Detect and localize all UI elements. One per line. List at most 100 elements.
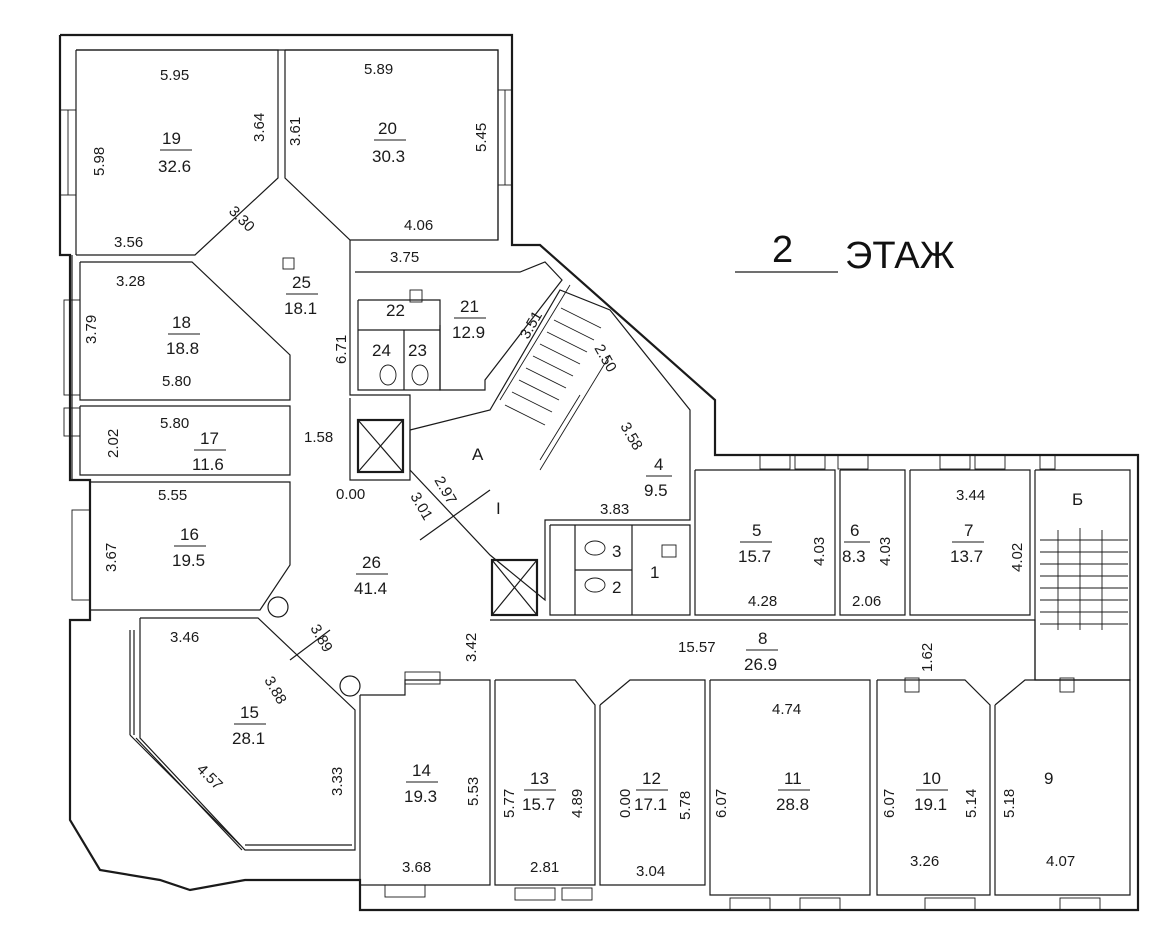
- dimension: 3.46: [170, 629, 199, 646]
- dimension: 4.03: [877, 537, 894, 566]
- room-23-number: 23: [408, 341, 427, 360]
- room-number: 17: [200, 429, 219, 448]
- room-number: 20: [378, 119, 397, 138]
- room-14-label: 14 19.3: [404, 761, 438, 806]
- room-area: 32.6: [158, 157, 191, 176]
- room-15-label: 15 28.1: [232, 703, 266, 748]
- dimension: 3.61: [287, 117, 304, 146]
- room-8-label: 8 26.9: [744, 629, 778, 674]
- dimension: 0.00: [336, 486, 365, 503]
- room-labels: 19 32.6 20 30.3 18 18.8 17 11.6 16 19.5 …: [158, 119, 1083, 814]
- dimension: 5.78: [677, 791, 694, 820]
- dimension: 1.62: [919, 643, 936, 672]
- dimension: 4.57: [193, 761, 226, 794]
- dimension: 15.57: [678, 639, 716, 656]
- room-16-label: 16 19.5: [172, 525, 206, 570]
- room-20-label: 20 30.3: [372, 119, 406, 166]
- dimension: 3.33: [329, 767, 346, 796]
- dimension: 4.28: [748, 593, 777, 610]
- dimension: 3.01: [407, 490, 436, 524]
- room-area: 9.5: [644, 481, 668, 500]
- dimension: 5.53: [465, 777, 482, 806]
- dimension: 4.74: [772, 701, 801, 718]
- room-number: 11: [784, 769, 802, 788]
- dimension: 4.03: [811, 537, 828, 566]
- dimension: 6.07: [881, 789, 898, 818]
- room-17-label: 17 11.6: [192, 429, 226, 474]
- room-area: 11.6: [192, 455, 224, 474]
- dimension: 3.89: [307, 622, 336, 656]
- room-number: 6: [850, 521, 859, 540]
- dimension: 5.80: [162, 373, 191, 390]
- stair-b-label: Б: [1072, 490, 1083, 509]
- dimension: 5.98: [91, 147, 108, 176]
- dimension: 3.75: [390, 249, 419, 266]
- dimension: 3.42: [463, 633, 480, 662]
- room-13-label: 13 15.7: [522, 769, 556, 814]
- room-5-label: 5 15.7: [738, 521, 772, 566]
- room-area: 19.5: [172, 551, 205, 570]
- dimension: 3.58: [617, 420, 646, 454]
- dimension: 5.77: [501, 789, 518, 818]
- room-number: 10: [922, 769, 941, 788]
- dimension: 3.30: [225, 203, 258, 236]
- dimension: 2.06: [852, 593, 881, 610]
- room-18-label: 18 18.8: [166, 313, 200, 358]
- central-core: [289, 240, 691, 661]
- room-area: 19.1: [914, 795, 947, 814]
- room-2-number: 2: [612, 578, 621, 597]
- room-26-label: 26 41.4: [354, 553, 388, 598]
- dimension: 2.97: [431, 474, 460, 508]
- room-number: 7: [964, 521, 973, 540]
- dimension: 5.18: [1001, 789, 1018, 818]
- room-area: 15.7: [738, 547, 771, 566]
- dimension: 1.58: [304, 429, 333, 446]
- room-area: 28.1: [232, 729, 265, 748]
- stair-a-label: А: [472, 445, 484, 464]
- room-10-label: 10 19.1: [914, 769, 948, 814]
- dimension: 3.67: [103, 543, 120, 572]
- room-number: 21: [460, 297, 479, 316]
- dimension: 3.04: [636, 863, 665, 880]
- bottom-row: [359, 619, 1131, 911]
- room-number: 25: [292, 273, 311, 292]
- room-number: 26: [362, 553, 381, 572]
- stair-b-flights: [1040, 528, 1128, 630]
- dimension: 6.71: [333, 335, 350, 364]
- room-4-label: 4 9.5: [644, 455, 672, 500]
- stair-a-flights: [499, 284, 611, 471]
- dimension: 3.44: [956, 487, 985, 504]
- dimension: 5.80: [160, 415, 189, 432]
- room-6-label: 6 8.3: [842, 521, 870, 566]
- dimension: 4.89: [569, 789, 586, 818]
- dimension: 0.00: [617, 789, 634, 818]
- room-area: 18.8: [166, 339, 199, 358]
- dimension: 3.64: [251, 113, 268, 142]
- room-number: 19: [162, 129, 181, 148]
- room-area: 28.8: [776, 795, 809, 814]
- room-25-label: 25 18.1: [284, 273, 318, 318]
- room-9-number: 9: [1044, 769, 1053, 788]
- floor-number: 2: [772, 229, 793, 271]
- dimension: 2.50: [591, 342, 620, 376]
- room-19-label: 19 32.6: [158, 129, 192, 176]
- room-area: 30.3: [372, 147, 405, 166]
- dimension: 3.88: [261, 674, 290, 708]
- room-area: 19.3: [404, 787, 437, 806]
- bottom-windows: [384, 671, 1101, 911]
- floor-label: ЭТАЖ: [845, 235, 955, 277]
- room-number: 5: [752, 521, 761, 540]
- room-area: 12.9: [452, 323, 485, 342]
- stair-a-mark: I: [496, 499, 501, 518]
- floor-title: 2 ЭТАЖ: [735, 229, 955, 277]
- left-windows: [59, 89, 513, 601]
- dimension: 3.51: [517, 308, 546, 342]
- dimension: 3.83: [600, 501, 629, 518]
- room-21-label: 21 12.9: [452, 297, 486, 342]
- room-number: 12: [642, 769, 661, 788]
- room-number: 16: [180, 525, 199, 544]
- dimension: 3.26: [910, 853, 939, 870]
- room-24-number: 24: [372, 341, 391, 360]
- room-area: 18.1: [284, 299, 317, 318]
